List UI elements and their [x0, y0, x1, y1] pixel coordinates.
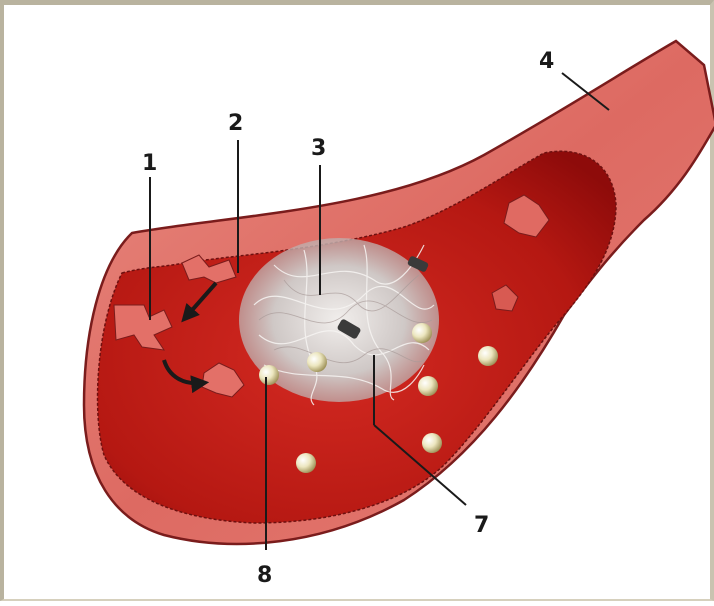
blood-vessel-clot-diagram: 1 2 3 4 7 8 [4, 5, 714, 606]
platelet [412, 323, 432, 343]
label-3: 3 [311, 136, 326, 161]
platelet [307, 352, 327, 372]
label-1: 1 [142, 151, 157, 176]
platelet [422, 433, 442, 453]
platelet [418, 376, 438, 396]
label-4: 4 [539, 49, 554, 74]
label-8: 8 [257, 563, 272, 588]
platelet [478, 346, 498, 366]
label-7: 7 [474, 513, 489, 538]
platelet [259, 365, 279, 385]
platelet [296, 453, 316, 473]
label-2: 2 [228, 111, 243, 136]
